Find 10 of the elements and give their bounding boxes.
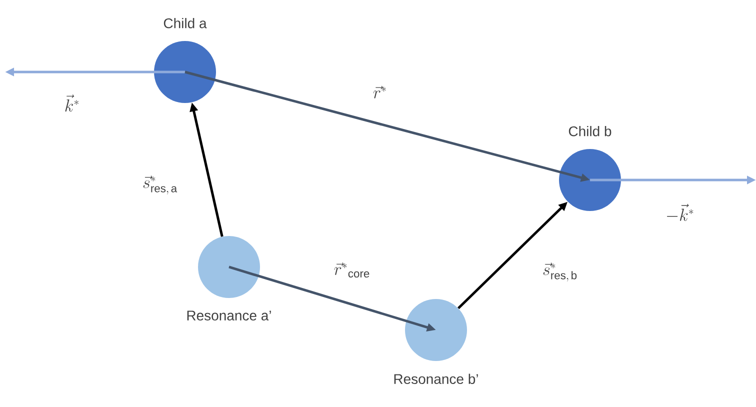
node-label: Child a (164, 18, 207, 28)
edge-label: $\vec{r}^{*}$ (373, 86, 386, 98)
edge-label: $\vec{r}^{*}{}_{\mathrm{core}}$ (334, 262, 370, 278)
node-label: Resonance b’ (394, 374, 478, 384)
edge-label: $\vec{s}^{*}_{\mathrm{res,\,a}}$ (143, 176, 178, 194)
edge-label: $\vec{k}^{*}$ (65, 94, 78, 112)
edge-label: $-\vec{k}^{*}$ (667, 204, 694, 221)
edge-label: $\vec{s}^{*}_{\mathrm{res,\,b}}$ (543, 262, 577, 282)
node-label: Resonance a’ (187, 310, 271, 320)
node-label: Child b (568, 126, 612, 136)
